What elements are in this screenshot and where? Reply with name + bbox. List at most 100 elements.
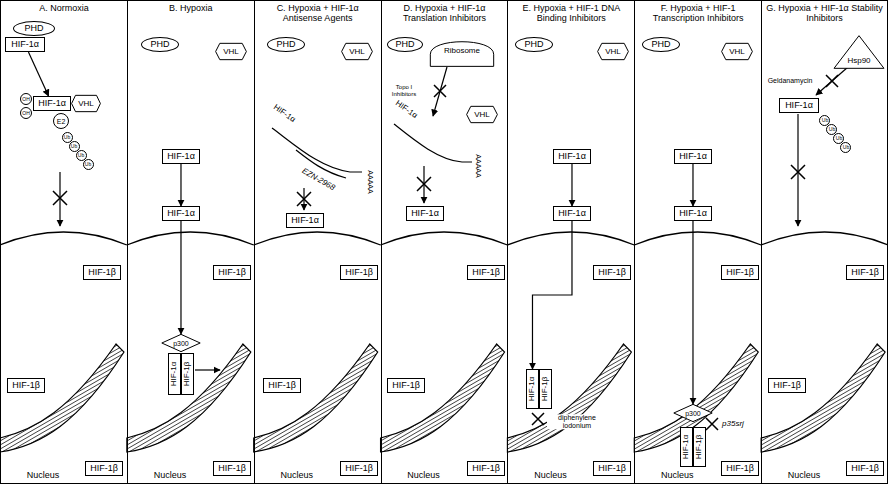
node-text: HIF-1β (218, 464, 246, 473)
modification-circle: OH (20, 107, 32, 119)
protein-box: HIF-1β (340, 461, 378, 476)
node-text: PHD (150, 40, 169, 49)
node-text: HIF-1β (345, 268, 373, 277)
node-text: VHL (605, 48, 621, 56)
protein-box: HIF-1β (768, 378, 806, 393)
protein-box: HIF-1β (846, 265, 884, 280)
panel-title: F. Hypoxia + HIF-1 Transcription Inhibit… (638, 3, 758, 24)
chaperone-triangle-outline (834, 36, 884, 69)
node-text: HIF-1α (528, 377, 536, 402)
annotation-label: Geldanamycin (768, 77, 813, 85)
enzyme-ellipse: PHD (642, 37, 680, 52)
annotation-label: AAAAA (474, 154, 482, 177)
pathway-arrow (692, 164, 693, 206)
protein-box: HIF-1α (162, 149, 200, 164)
protein-box: HIF-1β (721, 461, 759, 476)
stage-panel: G. Hypoxia + HIF-1α Stability Inhibitors… (761, 0, 888, 484)
inhibition-cross (826, 75, 838, 87)
node-text: Ub (829, 127, 835, 132)
node-text: Ub (843, 145, 849, 150)
protein-box: HIF-1β (181, 353, 194, 395)
protein-box: HIF-1β (721, 265, 759, 280)
protein-box: HIF-1α (286, 213, 324, 228)
node-text: HIF-1α (679, 152, 707, 161)
node-text: Ub (71, 144, 77, 149)
node-text: HIF-1α (167, 152, 195, 161)
protein-hexagon: VHL (597, 43, 629, 60)
protein-box: HIF-1β (693, 427, 706, 467)
protein-box: HIF-1α (526, 369, 539, 409)
inhibition-cross (297, 192, 311, 206)
node-text: HIF-1α (558, 209, 586, 218)
protein-box: HIF-1α (674, 206, 712, 221)
nucleus-membrane (0, 232, 127, 245)
node-text: Ub (822, 118, 828, 123)
node-text: HIF-1α (411, 209, 439, 218)
node-text: p300 (173, 340, 189, 347)
modification-circle: OH (20, 93, 32, 105)
enzyme-ellipse: PHD (387, 37, 423, 52)
dna-helix (254, 344, 378, 452)
inhibition-cross (417, 177, 431, 191)
nucleus-membrane (634, 232, 761, 245)
modification-circle: E2 (53, 113, 69, 129)
panel-title: A. Normoxia (4, 3, 124, 13)
annotation-label: Nucleus (280, 471, 313, 481)
enzyme-ellipse: PHD (515, 37, 553, 52)
protein-hexagon-outline (72, 95, 101, 111)
protein-hexagon-outline (598, 43, 629, 59)
coactivator-diamond: p300 (673, 404, 713, 422)
protein-box: HIF-1α (33, 96, 71, 111)
protein-hexagon-outline (467, 106, 498, 122)
annotation-label: Nucleus (27, 471, 60, 481)
protein-hexagon: VHL (215, 43, 247, 60)
protein-box: HIF-1β (85, 461, 123, 476)
enzyme-ellipse: PHD (267, 37, 305, 52)
annotation-label: AAAAA (366, 170, 374, 193)
pathway-arrow (692, 221, 693, 404)
node-text: HIF-1β (88, 268, 116, 277)
node-text: HIF-1β (726, 464, 754, 473)
node-text: HIF-1β (773, 381, 801, 390)
annotation-label: HIF-1α (393, 99, 418, 120)
protein-box: HIF-1β (539, 369, 552, 409)
panel-title: E. Hypoxia + HIF-1 DNA Binding Inhibitor… (511, 3, 631, 24)
node-text: HIF-1β (851, 268, 879, 277)
node-text: HIF-1α (11, 40, 39, 49)
node-text: HIF-1α (38, 99, 66, 108)
dna-helix (507, 344, 631, 452)
inhibition-cross (706, 418, 718, 430)
pathway-arrow (28, 52, 48, 96)
coactivator-diamond-outline (162, 334, 200, 351)
node-text: VHL (78, 100, 94, 108)
protein-box: HIF-1β (467, 461, 505, 476)
panel-title: D. Hypoxia + HIF-1α Translation Inhibito… (385, 3, 505, 24)
modification-circle: Ub (840, 142, 851, 153)
annotation-label: HIF-1α (271, 103, 296, 124)
node-text: VHL (474, 111, 490, 119)
node-text: HIF-1β (598, 268, 626, 277)
pathway-arrow (571, 164, 572, 206)
protein-hexagon-outline (216, 43, 247, 59)
node-text: HIF-1β (90, 464, 118, 473)
node-text: VHL (349, 48, 365, 56)
dna-helix (381, 344, 505, 452)
node-text: Ub (836, 136, 842, 141)
protein-box: HIF-1β (83, 265, 121, 280)
protein-box: HIF-1α (5, 37, 45, 52)
stage-panel: D. Hypoxia + HIF-1α Translation Inhibito… (381, 0, 508, 484)
protein-box: HIF-1α (553, 149, 591, 164)
ribosome-shape-outline (430, 42, 493, 67)
protein-box: HIF-1β (263, 378, 301, 393)
inhibition-cross (532, 413, 544, 425)
protein-hexagon-outline (342, 43, 373, 59)
nucleus-membrane (381, 232, 508, 245)
annotation-label: Nucleus (534, 471, 567, 481)
coactivator-diamond: p300 (161, 334, 201, 352)
node-text: HIF-1α (679, 209, 707, 218)
node-text: Ub (78, 153, 84, 158)
node-text: OH (22, 97, 30, 102)
transcription-arrow (195, 369, 220, 370)
